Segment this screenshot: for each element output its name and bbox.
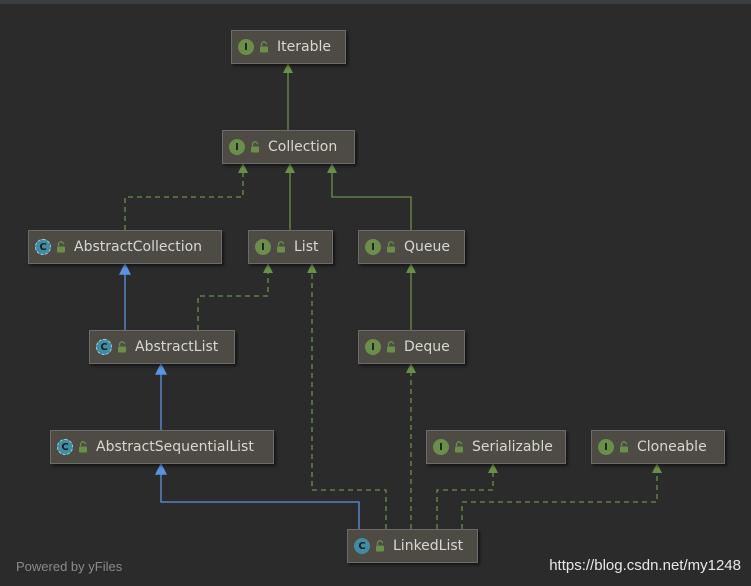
- interface-icon: I: [433, 439, 449, 455]
- public-visibility-icon: [455, 441, 463, 453]
- interface-icon: I: [598, 439, 614, 455]
- abstract-class-icon: C: [35, 239, 51, 255]
- public-visibility-icon: [118, 341, 126, 353]
- edge-abstractlist-to-list: [197, 263, 273, 330]
- node-label: LinkedList: [393, 538, 464, 554]
- node-label: Cloneable: [637, 439, 707, 455]
- node-label: AbstractSequentialList: [96, 439, 254, 455]
- edge-queue-to-collection: [327, 163, 412, 230]
- public-visibility-icon: [57, 241, 65, 253]
- watermark-url: https://blog.csdn.net/my1248: [549, 557, 741, 574]
- public-visibility-icon: [277, 241, 285, 253]
- node-list[interactable]: I List: [248, 230, 333, 264]
- node-cloneable[interactable]: I Cloneable: [591, 430, 725, 464]
- interface-icon: I: [365, 339, 381, 355]
- edge-linkedlist-to-serializable: [436, 463, 498, 529]
- interface-icon: I: [365, 239, 381, 255]
- node-abstractlist[interactable]: C AbstractList: [89, 330, 235, 364]
- edge-linkedlist-to-list: [307, 263, 387, 529]
- node-abstractsequentiallist[interactable]: C AbstractSequentialList: [50, 430, 274, 464]
- abstract-class-icon: C: [96, 339, 112, 355]
- node-iterable[interactable]: I Iterable: [231, 30, 346, 64]
- public-visibility-icon: [79, 441, 87, 453]
- node-queue[interactable]: I Queue: [358, 230, 465, 264]
- edge-linkedlist-to-abstractsequentiallist: [155, 462, 360, 529]
- public-visibility-icon: [387, 241, 395, 253]
- node-label: Iterable: [277, 39, 331, 55]
- powered-by-label: Powered by yFiles: [16, 559, 123, 574]
- node-label: Deque: [404, 339, 450, 355]
- node-label: AbstractList: [135, 339, 219, 355]
- edge-linkedlist-to-cloneable: [461, 463, 662, 529]
- node-collection[interactable]: I Collection: [222, 130, 355, 164]
- public-visibility-icon: [251, 141, 259, 153]
- interface-icon: I: [238, 39, 254, 55]
- interface-icon: I: [255, 239, 271, 255]
- public-visibility-icon: [376, 540, 384, 552]
- node-linkedlist[interactable]: C LinkedList: [347, 529, 478, 563]
- node-label: Collection: [268, 139, 338, 155]
- public-visibility-icon: [260, 41, 268, 53]
- public-visibility-icon: [620, 441, 628, 453]
- node-label: AbstractCollection: [74, 239, 203, 255]
- class-icon: C: [354, 538, 370, 554]
- node-label: List: [294, 239, 319, 255]
- interface-icon: I: [229, 139, 245, 155]
- node-label: Serializable: [472, 439, 553, 455]
- node-serializable[interactable]: I Serializable: [426, 430, 566, 464]
- node-abstractcollection[interactable]: C AbstractCollection: [28, 230, 222, 264]
- edge-abstractcollection-to-collection: [124, 163, 248, 230]
- abstract-class-icon: C: [57, 439, 73, 455]
- node-deque[interactable]: I Deque: [358, 330, 465, 364]
- node-label: Queue: [404, 239, 450, 255]
- window-top-bar: [0, 0, 751, 4]
- public-visibility-icon: [387, 341, 395, 353]
